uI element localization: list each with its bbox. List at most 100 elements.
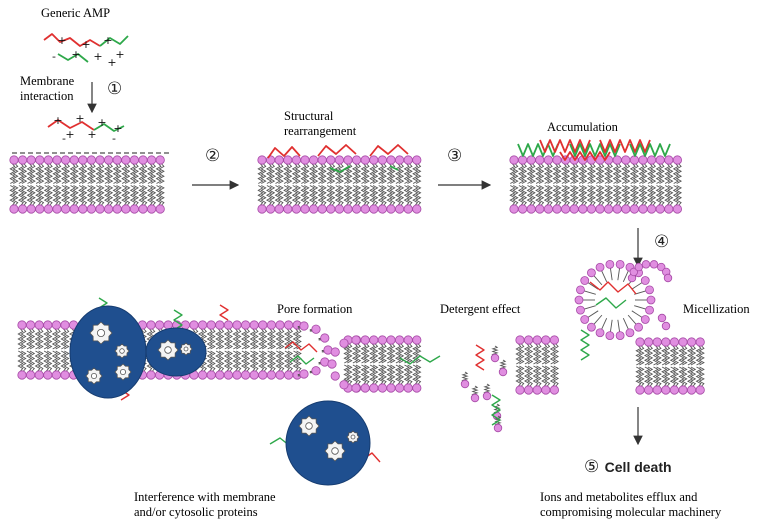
lipid-head — [574, 295, 584, 305]
lipid-tail — [286, 163, 293, 184]
peptide-accum-5 — [629, 143, 671, 157]
lipid-head — [649, 260, 659, 269]
lipid-tail — [34, 328, 41, 350]
lipid-tail — [223, 328, 231, 350]
charge-plus: + — [75, 112, 84, 125]
lipid-tail — [638, 163, 645, 184]
label-membrane-interaction: Membrane interaction — [20, 74, 74, 104]
lipid-tail — [526, 185, 533, 206]
lipid-tail — [46, 328, 53, 350]
lipid-tail — [672, 366, 680, 387]
lipid-tail — [265, 185, 273, 206]
lipid-tail — [552, 343, 560, 365]
lipid-tail — [681, 345, 688, 366]
lipid-tail — [412, 163, 419, 184]
membrane-protein-large — [69, 305, 147, 399]
lipid-tail — [25, 328, 33, 350]
lipid-head — [526, 155, 536, 165]
lipid-head — [51, 370, 62, 380]
lipid-head — [541, 335, 551, 345]
lipid-tail — [606, 185, 614, 206]
lipid-tail — [95, 163, 102, 184]
lipid-tail — [124, 185, 131, 206]
lipid-head — [652, 385, 662, 395]
membrane-rearranged — [257, 155, 422, 214]
lipid-tail — [291, 163, 299, 184]
lipid-head — [634, 262, 643, 272]
lipid-tail — [552, 365, 560, 387]
lipid-head — [155, 204, 165, 214]
lipid-tail — [158, 185, 165, 206]
lipid-tail — [294, 163, 302, 184]
lipid-tail — [354, 185, 362, 206]
label-structural-line1: Structural — [284, 109, 334, 123]
lipid-tail — [17, 350, 24, 372]
lipid-tail — [266, 328, 274, 350]
lipid-tail — [389, 364, 396, 385]
lipid-head — [334, 155, 344, 165]
lipid-head — [615, 259, 625, 269]
lipid-tail — [515, 343, 522, 365]
lipid-tail — [643, 366, 651, 387]
lipid-head — [369, 335, 379, 345]
lipid-tail — [112, 185, 119, 206]
charge-plus: + — [65, 128, 74, 141]
lipid-tail — [354, 163, 362, 184]
lipid-head — [326, 204, 336, 214]
lipid-tail — [63, 163, 71, 184]
lipid-head — [664, 155, 674, 165]
lipid-tail — [360, 364, 367, 385]
lipid-tail — [632, 185, 640, 206]
lipid-head — [112, 155, 122, 165]
step-2-marker: ② — [205, 146, 221, 166]
lipid-tail — [269, 350, 277, 372]
lipid-tail — [686, 366, 694, 387]
lipid-head — [26, 370, 36, 380]
lipid-head — [300, 204, 310, 214]
lipid-tail — [632, 163, 640, 184]
lipid-tail — [372, 343, 379, 364]
lipid-tail — [360, 343, 367, 364]
lipid-head — [595, 262, 605, 272]
lipid-tail — [268, 185, 276, 206]
lipid-tail — [664, 366, 671, 387]
lipid-tail — [546, 185, 554, 206]
lipid-tail — [518, 343, 525, 365]
lipid-tail — [520, 185, 528, 206]
lipid-head — [43, 320, 53, 330]
lipid-head — [664, 204, 674, 214]
lipid-head — [576, 285, 585, 295]
lipid-tail — [63, 350, 70, 372]
lipid-tail — [223, 350, 231, 372]
lipid-head — [257, 204, 267, 214]
lipid-head — [299, 321, 309, 331]
lipid-tail — [512, 163, 519, 184]
lipid-tail — [129, 163, 137, 184]
lipid-head — [146, 370, 156, 380]
lipid-tail — [334, 163, 342, 184]
lipid-head — [523, 335, 534, 345]
label-interference-line1: Interference with membrane — [134, 490, 276, 504]
peptide-pore-1 — [284, 341, 318, 353]
lipid-tail — [235, 350, 242, 372]
lipid-head — [18, 155, 28, 165]
lipid-head — [78, 204, 88, 214]
lipid-tail — [89, 163, 97, 184]
lipid-tail — [555, 163, 562, 184]
lipid-tail — [377, 185, 385, 206]
detergent-scattered-lipids — [460, 345, 508, 433]
lipid-tail — [655, 163, 662, 184]
label-interference-line2: and/or cytosolic proteins — [134, 505, 258, 519]
peptide-micelle-1 — [589, 281, 637, 295]
lipid-tail — [698, 366, 705, 387]
lipid-head — [9, 204, 19, 214]
gear-hub — [164, 346, 172, 354]
gear-hub — [119, 348, 125, 354]
lipid-tail — [586, 185, 594, 206]
lipid-tail — [595, 163, 602, 184]
lipid-tail — [326, 163, 333, 184]
lipid-tail — [266, 350, 274, 372]
lipid-head — [678, 385, 688, 395]
lipid-tail — [43, 328, 50, 350]
lipid-tail — [646, 345, 654, 366]
